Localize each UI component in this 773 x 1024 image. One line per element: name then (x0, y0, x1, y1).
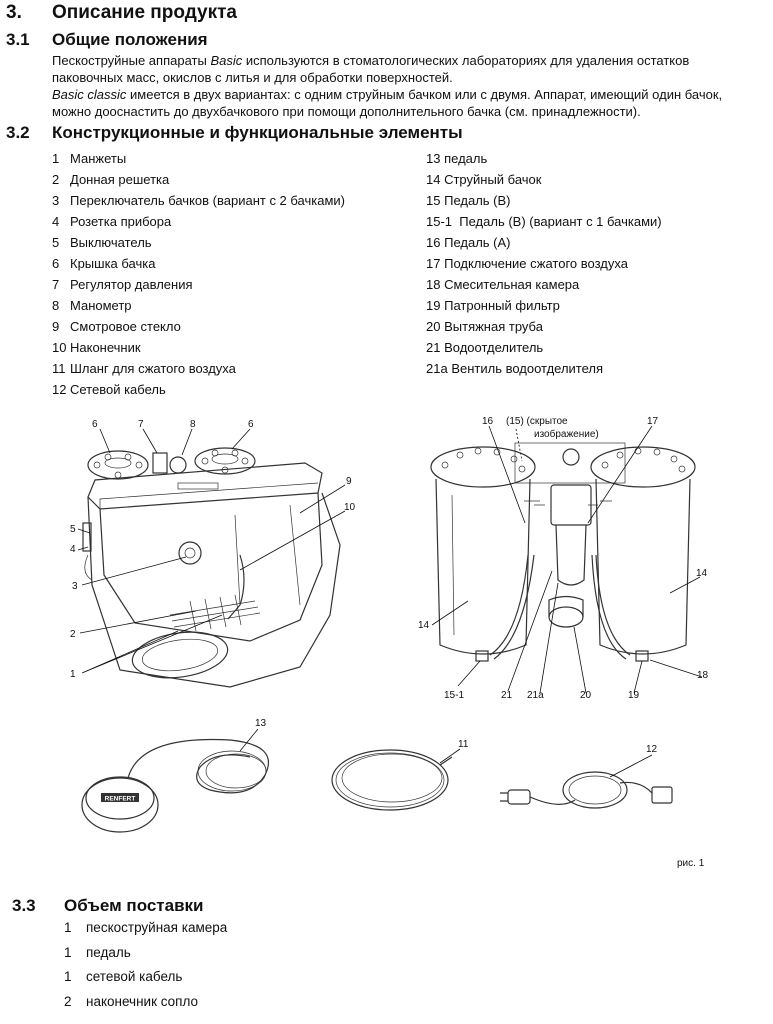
list-item: 21 Водоотделитель (426, 340, 544, 355)
section-3-2-title: Конструкционные и функциональные элемент… (52, 123, 463, 142)
components-list-right: 13 педаль 14 Струйный бачок 15 Педаль (B… (426, 151, 662, 382)
cabinet-leader-lines (77, 428, 346, 674)
paragraph-2: Basic classic имеется в двух вариантах: … (52, 87, 723, 119)
callout-15-1: 15-1 (444, 690, 464, 701)
callout-19: 19 (628, 690, 640, 701)
callout-14a: 14 (418, 620, 430, 631)
list-item: 20 Вытяжная труба (426, 319, 543, 334)
section-3-3-title: Объем поставки (64, 896, 204, 915)
callout-17: 17 (647, 416, 659, 427)
callout-20: 20 (580, 690, 592, 701)
callout-9: 9 (346, 476, 352, 487)
section-3-1-number: 3.1 (6, 30, 30, 49)
figure-1: 6 7 8 6 9 10 5 4 3 2 1 16 (15) (70, 416, 709, 869)
power-cable-drawing (500, 771, 673, 809)
section-3-3-number: 3.3 (12, 896, 36, 915)
callout-5: 5 (70, 524, 76, 535)
callout-4: 4 (70, 544, 76, 555)
callout-1: 1 (70, 669, 76, 680)
callout-11: 11 (458, 739, 469, 750)
callout-2: 2 (70, 629, 76, 640)
figure-caption: рис. 1 (677, 858, 705, 869)
pedal-drawing: RENFERT (81, 738, 270, 833)
callout-21a: 21a (527, 690, 544, 701)
pedal-logo: RENFERT (105, 796, 136, 803)
callout-3: 3 (72, 581, 78, 592)
callout-18: 18 (697, 670, 709, 681)
sandblaster-cabinet-drawing (82, 447, 341, 688)
list-item: 17 Подключение сжатого воздуха (426, 256, 628, 271)
air-hose-drawing (331, 749, 453, 811)
rear-tanks-drawing (430, 442, 696, 662)
callout-7: 7 (138, 419, 144, 430)
list-item: 13 педаль (426, 151, 488, 166)
list-item: 18 Смесительная камера (426, 277, 580, 292)
hidden-image-note-line-1: (15) (скрытое (506, 416, 568, 427)
list-item: 15 Педаль (B) (426, 193, 511, 208)
section-3-1-title: Общие положения (52, 30, 208, 49)
callout-13: 13 (255, 718, 267, 729)
tanks-leader-lines (431, 425, 703, 694)
list-item: 14 Струйный бачок (426, 172, 542, 187)
callout-6b: 6 (248, 419, 254, 430)
section-3-number: 3. (6, 2, 22, 23)
list-item: 15-1 Педаль (B) (вариант с 1 бачками) (426, 214, 662, 229)
callout-16: 16 (482, 416, 494, 427)
section-3-title: Описание продукта (52, 2, 237, 23)
callout-10: 10 (344, 502, 356, 513)
callout-12: 12 (646, 744, 658, 755)
list-item: 21a Вентиль водоотделителя (426, 361, 604, 376)
hidden-image-note-line-2: изображение) (534, 428, 599, 440)
list-item: 19 Патронный фильтр (426, 298, 560, 313)
callout-21: 21 (501, 690, 513, 701)
callout-8: 8 (190, 419, 196, 430)
section-3-2-number: 3.2 (6, 123, 30, 142)
paragraph-1: Пескоструйные аппараты Basic используютс… (52, 53, 690, 85)
callout-6a: 6 (92, 419, 98, 430)
callout-14b: 14 (696, 568, 708, 579)
list-item: 16 Педаль (A) (426, 235, 511, 250)
